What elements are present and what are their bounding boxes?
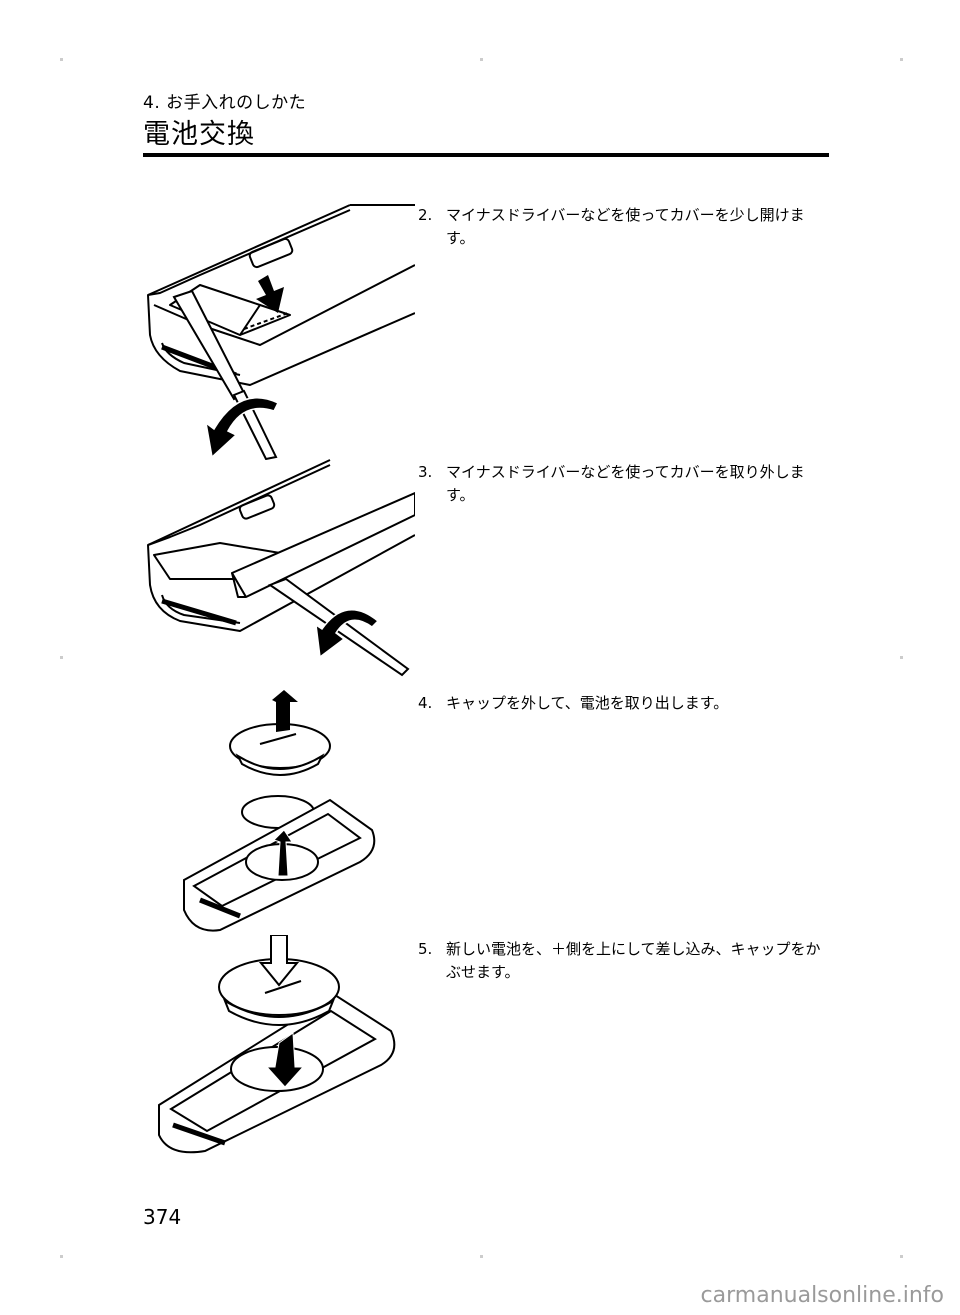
- crop-mark: [60, 1255, 63, 1258]
- crop-mark: [900, 1255, 903, 1258]
- header-divider: [143, 153, 829, 157]
- page-title: 電池交換: [143, 119, 255, 150]
- step-number: 4.: [418, 694, 433, 712]
- step-number: 2.: [418, 206, 433, 224]
- crop-mark: [900, 58, 903, 61]
- page-number: 374: [143, 1205, 182, 1229]
- step-2: 2. マイナスドライバーなどを使ってカバーを少し開けます。: [418, 204, 830, 250]
- step-number: 5.: [418, 940, 433, 958]
- crop-mark: [900, 656, 903, 659]
- step-number: 3.: [418, 463, 433, 481]
- step-3: 3. マイナスドライバーなどを使ってカバーを取り外します。: [418, 461, 830, 507]
- watermark: carmanualsonline.info: [700, 1283, 944, 1308]
- step-text: マイナスドライバーなどを使ってカバーを取り外します。: [446, 463, 805, 504]
- crop-mark: [480, 58, 483, 61]
- section-subtitle: 4. お手入れのしかた: [143, 93, 307, 113]
- illustration-remove-battery: [183, 690, 376, 932]
- step-4: 4. キャップを外して、電池を取り出します。: [418, 692, 830, 715]
- step-text: キャップを外して、電池を取り出します。: [446, 694, 729, 712]
- illustration-open-cover: [147, 204, 415, 460]
- crop-mark: [60, 58, 63, 61]
- step-5: 5. 新しい電池を、＋側を上にして差し込み、キャップをかぶせます。: [418, 938, 830, 984]
- illustration-remove-cover: [147, 459, 415, 677]
- crop-mark: [60, 656, 63, 659]
- illustration-insert-battery: [158, 935, 396, 1154]
- step-text: マイナスドライバーなどを使ってカバーを少し開けます。: [446, 206, 805, 247]
- step-text: 新しい電池を、＋側を上にして差し込み、キャップをかぶせます。: [446, 940, 821, 981]
- crop-mark: [480, 1255, 483, 1258]
